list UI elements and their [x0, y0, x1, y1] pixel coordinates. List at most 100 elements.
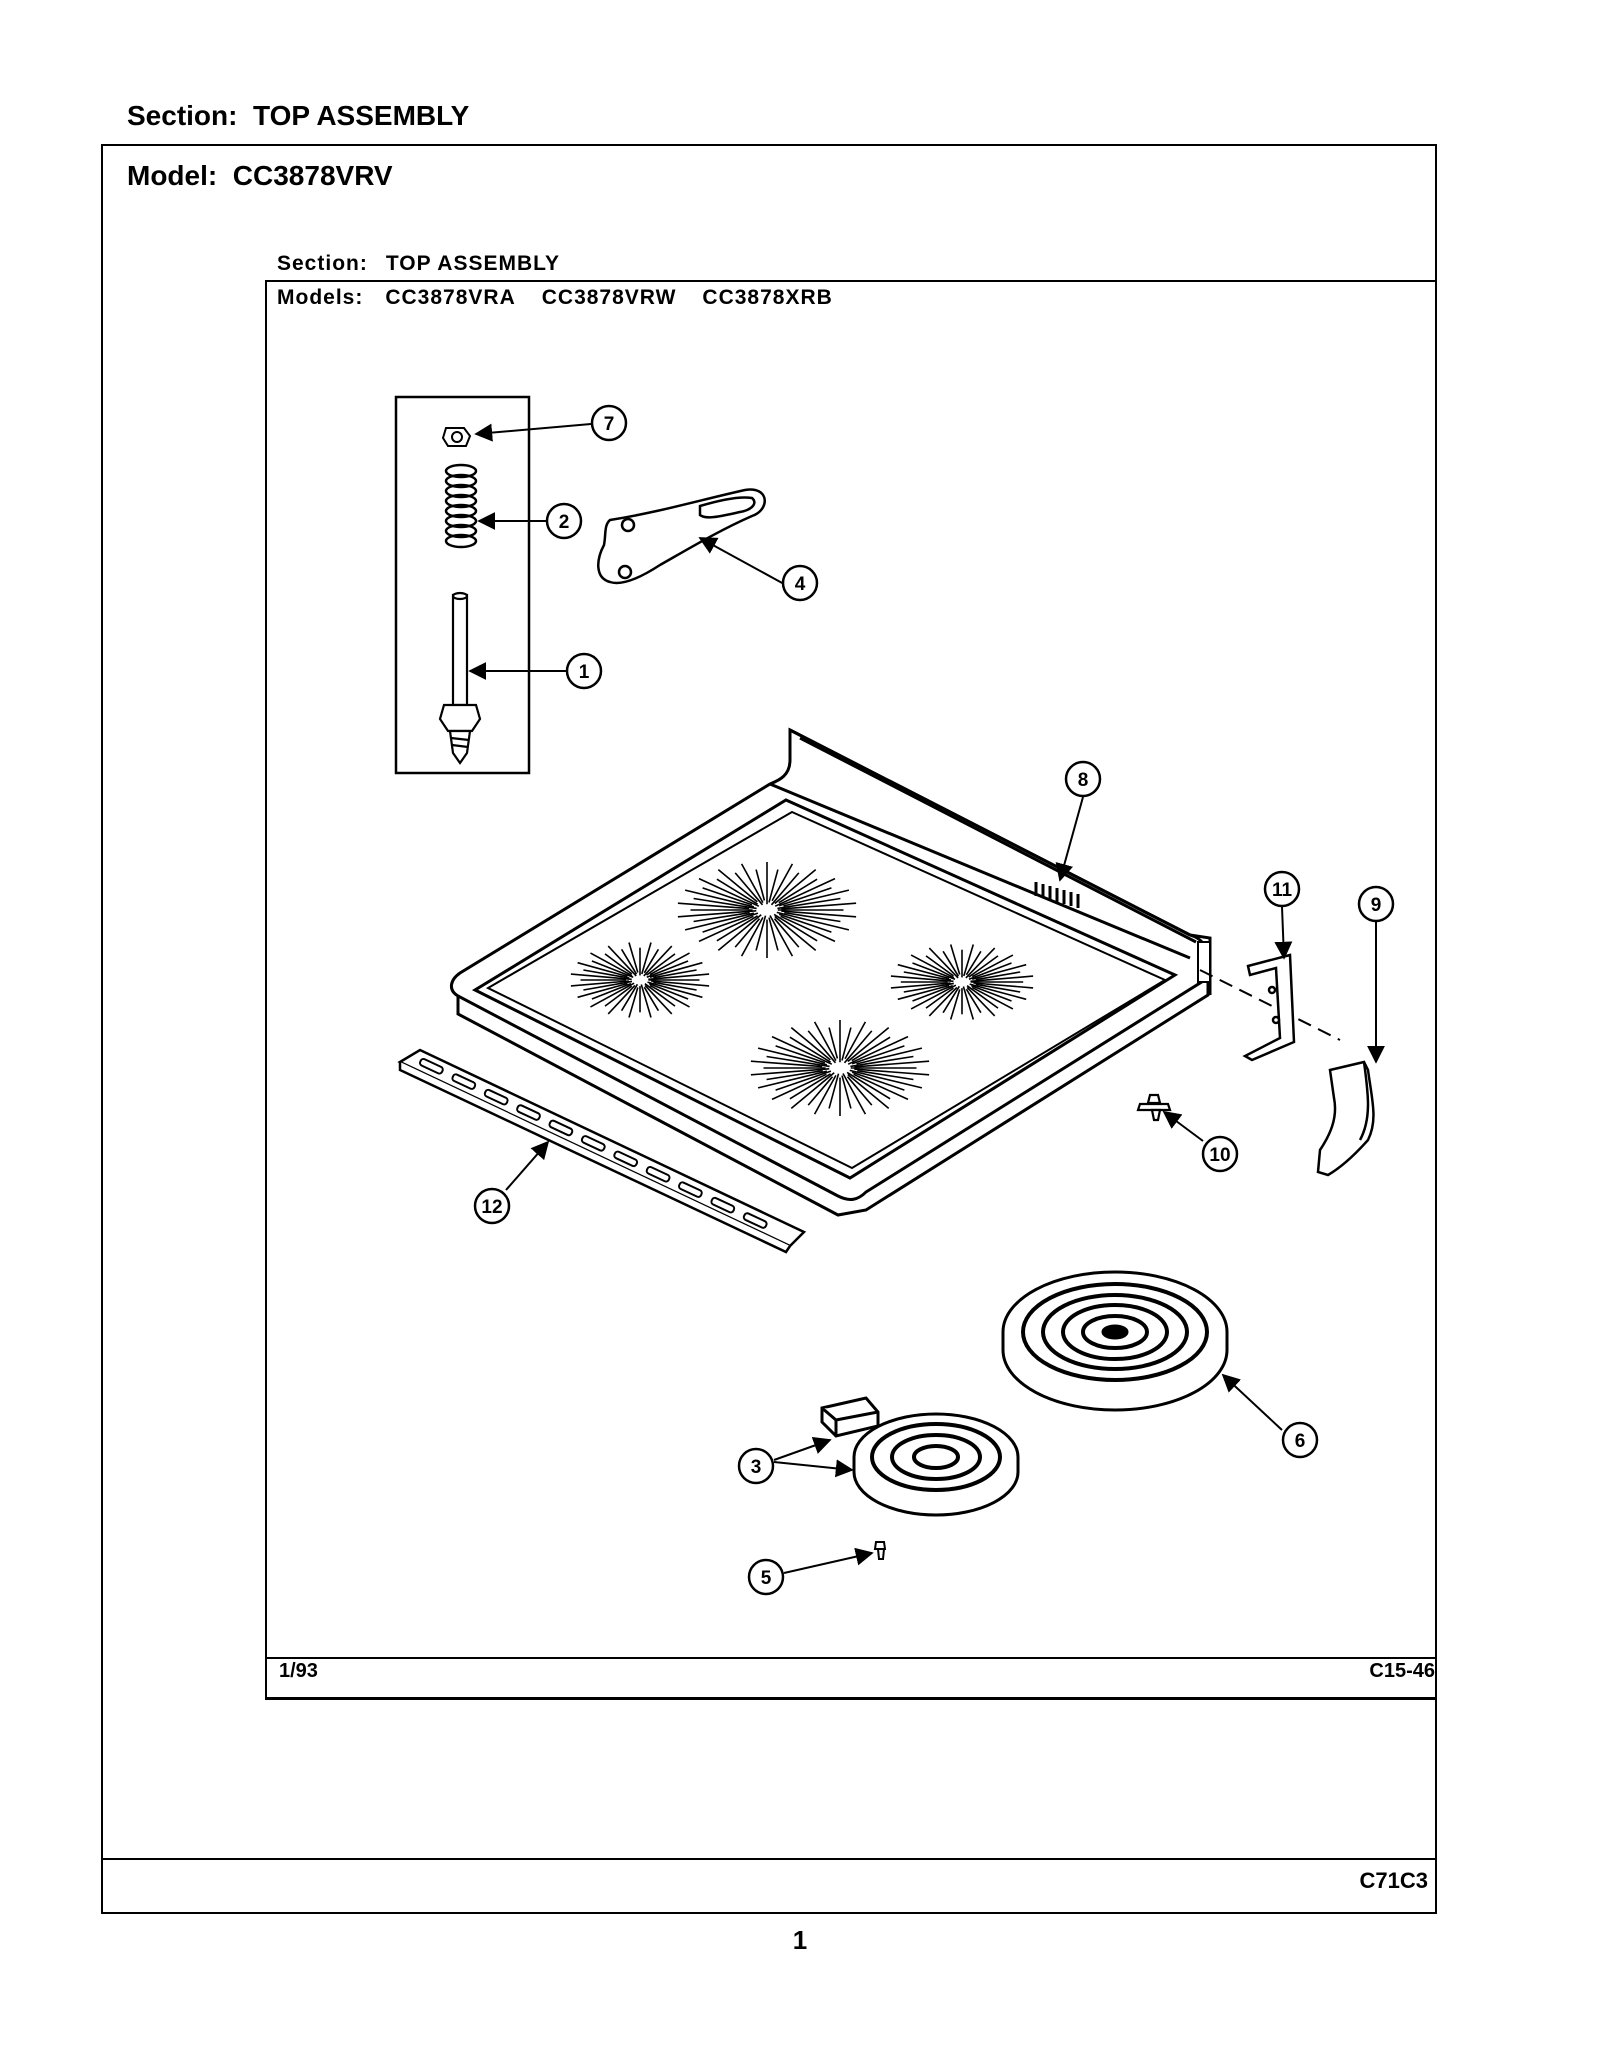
callout-11: 11	[1263, 870, 1301, 908]
callout-4: 4	[781, 564, 819, 602]
small-element-part	[820, 1396, 1020, 1517]
burner-ray	[570, 973, 632, 981]
burner-ray	[807, 1076, 834, 1106]
outer-footer-line	[101, 1858, 1437, 1860]
burner-ray	[790, 1026, 831, 1061]
burner-ray	[925, 987, 954, 1009]
burner-ray	[962, 986, 975, 1020]
burner-ray	[851, 1071, 905, 1091]
end-cap-part	[1316, 1060, 1375, 1177]
burner-ray	[897, 984, 950, 1001]
burner-ray	[949, 944, 961, 975]
burner-ray	[628, 942, 639, 973]
burner-ray	[620, 948, 638, 975]
burner-ray	[653, 969, 697, 979]
burner-ray	[648, 973, 710, 981]
burner-ray	[963, 944, 975, 977]
inner-model-3: CC3878XRB	[702, 286, 833, 309]
burner-ray	[910, 954, 955, 979]
burner-ray	[965, 947, 996, 979]
callout-1-label: 1	[579, 662, 590, 683]
callout-8-label: 8	[1078, 770, 1089, 791]
burner-ray	[781, 902, 857, 910]
burner-ray	[771, 1035, 833, 1065]
burner-ray	[778, 887, 832, 907]
hinge-bracket-part	[1242, 953, 1296, 1062]
burner-ray	[790, 1072, 835, 1110]
callout-3-label: 3	[751, 1457, 762, 1478]
callout-6-label: 6	[1295, 1431, 1306, 1452]
burner-ray	[768, 869, 779, 903]
burner-pattern-front-right	[750, 1020, 930, 1116]
callout-10-label: 10	[1209, 1145, 1230, 1166]
burner-ray	[846, 1071, 891, 1100]
burner-ray	[854, 1068, 930, 1076]
callout-5: 5	[747, 1558, 785, 1596]
burner-ray	[640, 984, 652, 1018]
burner-ray	[750, 1068, 830, 1076]
trim-slot	[516, 1104, 541, 1121]
burner-ray	[789, 1036, 832, 1063]
burner-ray	[965, 988, 982, 1014]
burner-ray	[644, 984, 673, 1015]
small-screw-part	[873, 1541, 887, 1560]
burner-ray	[693, 897, 757, 910]
burner-ray	[677, 902, 750, 910]
burner-ray	[775, 1045, 826, 1064]
trim-slot	[483, 1088, 509, 1106]
burner-ray	[841, 1027, 852, 1061]
inner-model-2: CC3878VRW	[541, 286, 677, 309]
burner-ray	[717, 868, 758, 903]
burner-ray	[968, 955, 999, 978]
burner-ray	[968, 962, 1012, 981]
burner-ray	[750, 1060, 823, 1068]
burner-ray	[857, 1069, 914, 1081]
burner-ray	[841, 1075, 852, 1109]
inner-frame	[265, 280, 1437, 1700]
burner-ray	[912, 962, 956, 981]
callout-1: 1	[565, 652, 603, 690]
burner-ray	[969, 983, 1027, 1001]
burner-ray	[641, 942, 652, 975]
callout-5-label: 5	[761, 1568, 772, 1589]
burner-ray	[698, 915, 754, 943]
outer-frame	[101, 144, 1437, 1914]
burner-ray	[854, 1060, 930, 1068]
cooktop-part	[450, 727, 1341, 1217]
burner-ray	[843, 1030, 873, 1064]
burner-ray	[850, 1055, 914, 1068]
burner-ray	[647, 981, 703, 999]
section-label: Section:	[127, 100, 238, 131]
trim-slot	[678, 1181, 703, 1198]
burner-ray	[851, 1036, 891, 1062]
burner-ray	[965, 950, 982, 976]
burner-ray	[583, 980, 633, 991]
burner-ray	[607, 984, 636, 1015]
burner-ray	[777, 897, 841, 910]
callout-10: 10	[1201, 1135, 1239, 1173]
trim-slot	[710, 1196, 736, 1214]
burner-ray	[769, 915, 794, 957]
section-title: Section: TOP ASSEMBLY	[127, 100, 469, 132]
burner-ray	[774, 877, 836, 907]
burner-ray	[774, 868, 817, 905]
trim-slot	[451, 1073, 477, 1090]
burner-ray	[851, 1045, 905, 1065]
burner-ray	[646, 953, 676, 976]
burner-ray	[590, 952, 633, 977]
burner-ray	[844, 1021, 867, 1060]
burner-ray	[890, 975, 954, 983]
callout-7: 7	[590, 404, 628, 442]
burner-ray	[903, 982, 954, 993]
burner-ray	[789, 1073, 832, 1100]
burner-ray	[847, 1073, 890, 1110]
burner-ray	[643, 986, 660, 1012]
burner-pattern-rear-left	[677, 862, 857, 958]
burner-ray	[734, 872, 764, 906]
burner-ray	[643, 948, 660, 974]
burner-ray	[653, 981, 697, 991]
burner-ray	[783, 889, 850, 907]
burner-ray	[649, 961, 703, 978]
inner-models-label: Models:	[277, 286, 364, 309]
burner-ray	[778, 913, 832, 933]
